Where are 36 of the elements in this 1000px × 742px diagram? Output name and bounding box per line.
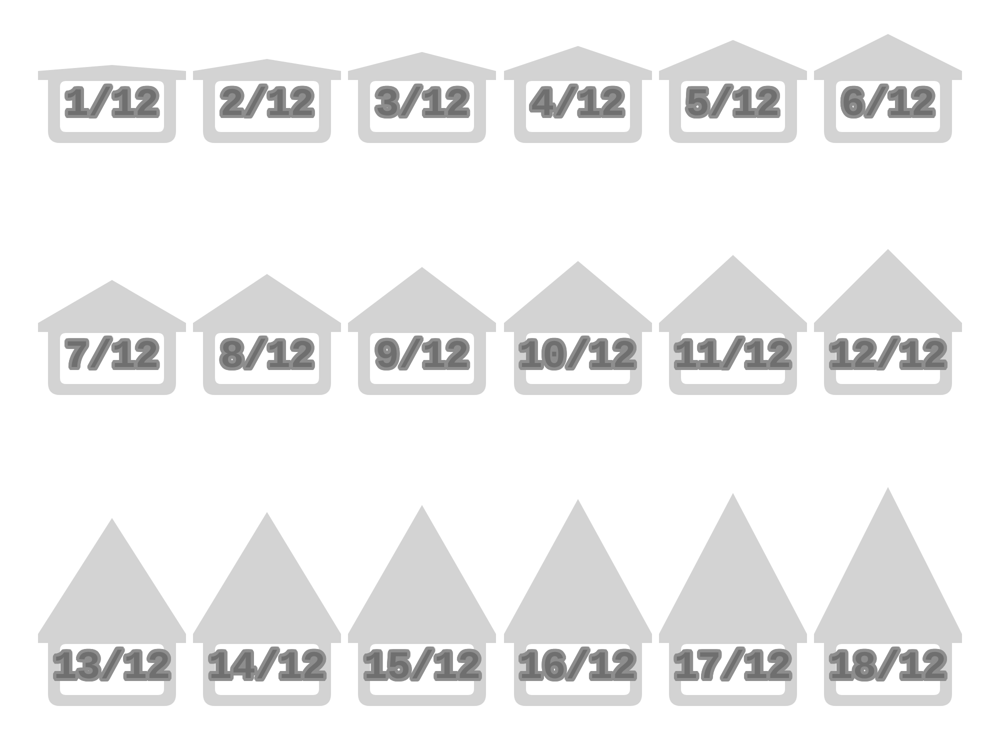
pitch-label: 13/12 xyxy=(53,648,171,688)
house-shape xyxy=(193,59,342,143)
pitch-label: 9/12 xyxy=(376,337,470,377)
house-shape xyxy=(193,274,342,395)
house-shape xyxy=(658,255,807,395)
house-shape xyxy=(658,493,807,706)
house-shape xyxy=(504,46,652,143)
house-shape xyxy=(814,249,962,395)
house-shape xyxy=(504,499,652,706)
pitch-label: 17/12 xyxy=(674,648,792,688)
pitch-label: 16/12 xyxy=(519,648,636,688)
pitch-label: 12/12 xyxy=(829,337,947,377)
pitch-label: 6/12 xyxy=(841,85,935,125)
house-shape xyxy=(504,261,652,395)
house-shape xyxy=(38,65,186,143)
pitch-label: 15/12 xyxy=(364,648,481,688)
house-shape xyxy=(658,40,807,143)
house-shape xyxy=(193,512,342,706)
pitch-label: 10/12 xyxy=(519,337,636,377)
house-shape xyxy=(38,280,186,395)
pitch-label: 11/12 xyxy=(674,337,792,377)
pitch-label: 3/12 xyxy=(376,85,470,125)
pitch-label: 18/12 xyxy=(829,648,947,688)
pitch-label: 2/12 xyxy=(220,85,314,125)
house-shape xyxy=(38,518,186,706)
house-shape xyxy=(814,34,962,143)
pitch-label: 8/12 xyxy=(220,337,314,377)
house-shape xyxy=(814,487,962,706)
pitch-label: 7/12 xyxy=(65,337,159,377)
house-shape xyxy=(348,505,496,706)
pitch-label: 5/12 xyxy=(686,85,780,125)
pitch-label: 4/12 xyxy=(530,85,624,125)
pitch-label: 1/12 xyxy=(65,85,159,125)
pitch-label: 14/12 xyxy=(208,648,326,688)
house-shape xyxy=(348,267,496,395)
house-shape xyxy=(348,52,496,143)
